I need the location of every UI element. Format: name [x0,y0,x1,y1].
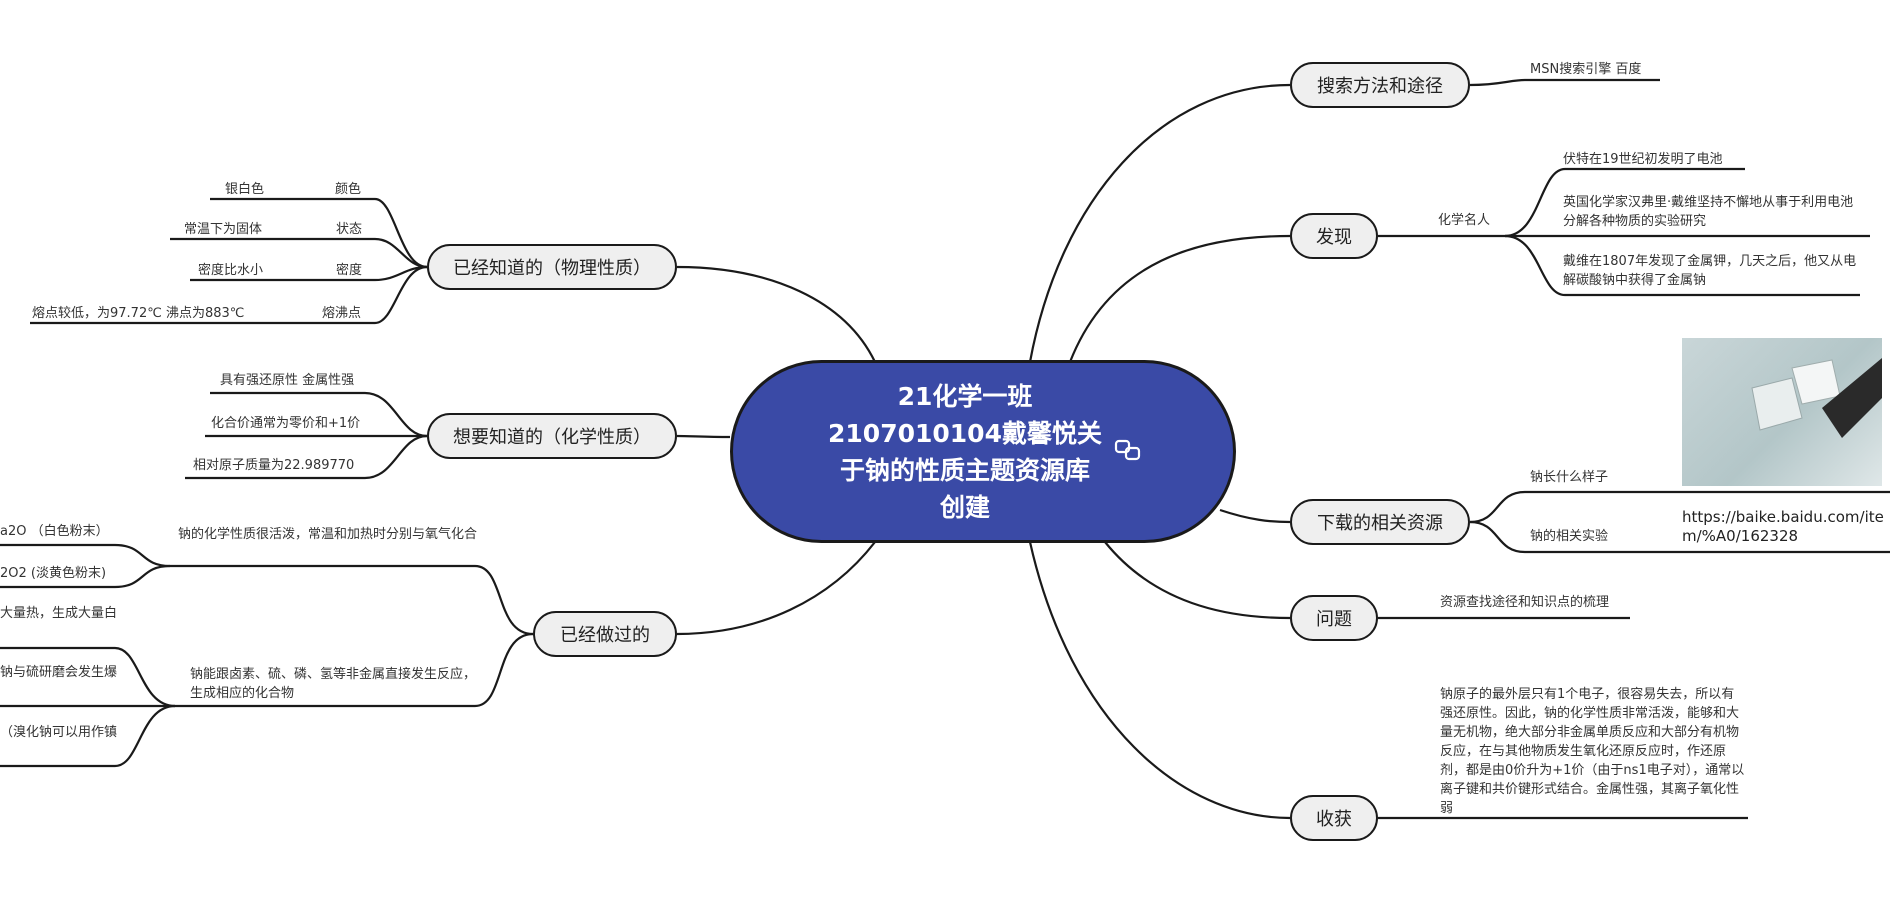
physical-value-melting: 熔点较低，为97.72℃ 沸点为883℃ [32,306,245,321]
topic-search-methods[interactable]: 搜索方法和途径 [1290,62,1470,108]
topic-known-physical[interactable]: 已经知道的（物理性质） [427,244,677,290]
sodium-photo-image [1751,358,1882,438]
done-sub-nonmetals: 钠能跟卤素、硫、磷、氢等非金属直接发生反应，生成相应的化合物 [190,667,477,701]
chemical-item-reducibility: 具有强还原性 金属性强 [220,373,355,388]
central-topic-line-1: 21化学一班 [897,382,1033,411]
topic-already-done[interactable]: 已经做过的 [533,611,677,657]
physical-value-color: 银白色 [225,182,265,197]
leaf-volta: 伏特在19世纪初发明了电池 [1563,152,1723,167]
leaf-resource-search: 资源查找途径和知识点的梳理 [1440,595,1610,610]
topic-want-chemical[interactable]: 想要知道的（化学性质） [427,413,677,459]
sodium-photo[interactable] [1682,338,1882,486]
chemical-item-atomic-mass: 相对原子质量为22.989770 [193,458,355,473]
physical-value-density: 密度比水小 [198,263,264,278]
topic-questions[interactable]: 问题 [1290,595,1378,641]
physical-key-state: 状态 [336,222,363,237]
leaf-davy-research: 英国化学家汉弗里·戴维坚持不懈地从事于利用电池分解各种物质的实验研究 [1563,195,1854,229]
central-topic[interactable] [730,360,1236,543]
done-leaf-bromide: （溴化钠可以用作镇 [0,725,118,740]
topic-downloaded-resources[interactable]: 下载的相关资源 [1290,499,1470,545]
central-topic-line-4: 创建 [939,493,990,522]
done-leaf-na2o2: 2O2 (淡黄色粉末) [0,566,107,581]
chemical-item-valence: 化合价通常为零价和+1价 [211,416,361,431]
central-topic-line-3: 于钠的性质主题资源库 [839,456,1090,485]
physical-value-state: 常温下为固体 [184,222,263,237]
central-topic-line-2: 2107010104戴馨悦关 [828,419,1102,448]
sub-sodium-experiments: 钠的相关实验 [1530,529,1609,544]
topic-discovery[interactable]: 发现 [1290,213,1378,259]
leaf-gains-summary: 钠原子的最外层只有1个电子，很容易失去，所以有强还原性。因此，钠的化学性质非常活… [1440,687,1745,816]
done-leaf-sulfur: 钠与硫研磨会发生爆 [0,665,118,680]
topic-gains[interactable]: 收获 [1290,795,1378,841]
physical-key-density: 密度 [336,263,363,278]
done-leaf-na2o: a2O （白色粉末） [0,524,109,539]
leaf-davy-sodium: 戴维在1807年发现了金属钾，几天之后，他又从电解碳酸钠中获得了金属钠 [1563,254,1857,288]
link-icon[interactable] [1113,438,1143,462]
done-leaf-heat: 大量热，生成大量白 [0,606,118,621]
physical-key-melting: 熔沸点 [322,306,362,321]
physical-key-color: 颜色 [335,182,362,197]
leaf-search-engines: MSN搜索引擎 百度 [1530,62,1642,77]
central-topic-title: 21化学一班 2107010104戴馨悦关 于钠的性质主题资源库 创建 [790,378,1140,526]
sub-chemistry-figures: 化学名人 [1438,213,1491,228]
done-sub-oxygen: 钠的化学性质很活泼，常温和加热时分别与氧气化合 [178,527,478,542]
sub-what-sodium-looks-like: 钠长什么样子 [1530,470,1609,485]
resource-link[interactable]: https://baike.baidu.com/item/%A0/162328 [1682,508,1884,545]
